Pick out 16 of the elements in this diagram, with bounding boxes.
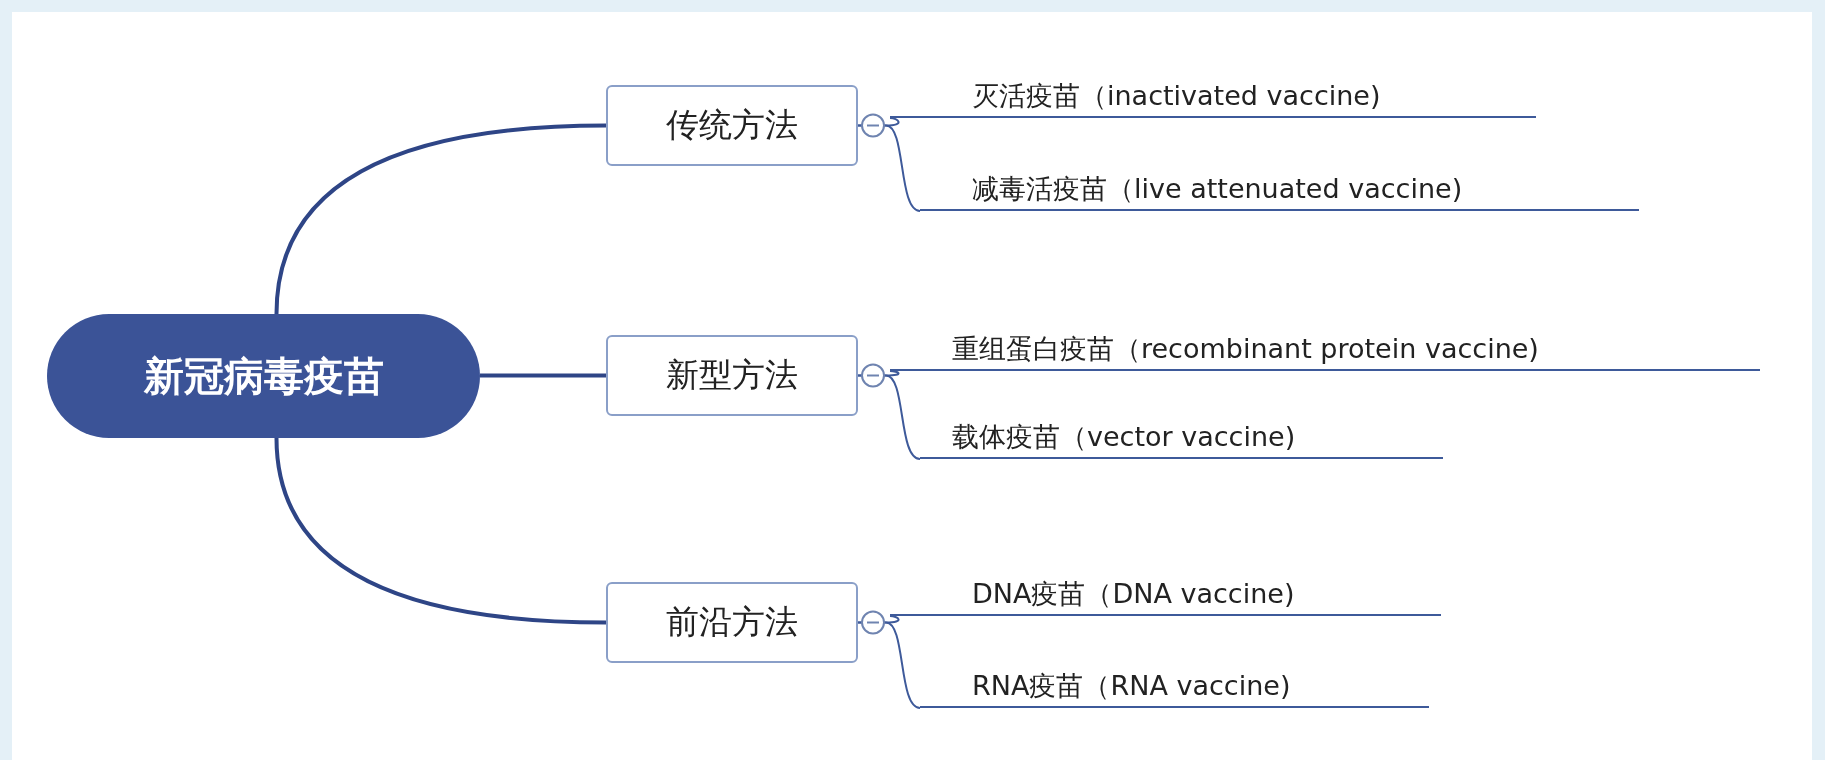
underlined-topic: 重组蛋白疫苗（recombinant protein vaccine) [890, 329, 1760, 371]
connector-line [274, 123, 607, 315]
branch-box: 前沿方法 [606, 582, 858, 663]
underlined-topic: DNA疫苗（DNA vaccine) [890, 574, 1441, 616]
underlined-topic: 减毒活疫苗（live attenuated vaccine) [920, 169, 1639, 211]
connector-line [857, 374, 921, 460]
central-topic-pill: 新冠病毒疫苗 [47, 314, 480, 438]
connector-line [857, 124, 921, 212]
branch-box: 传统方法 [606, 85, 858, 166]
connector-line [857, 621, 921, 709]
connector-line [480, 373, 606, 378]
underlined-topic: 载体疫苗（vector vaccine) [920, 417, 1443, 459]
underlined-topic: RNA疫苗（RNA vaccine) [920, 666, 1429, 708]
connector-line [274, 437, 607, 625]
underlined-topic: 灭活疫苗（inactivated vaccine) [890, 76, 1536, 118]
branch-box: 新型方法 [606, 335, 858, 416]
